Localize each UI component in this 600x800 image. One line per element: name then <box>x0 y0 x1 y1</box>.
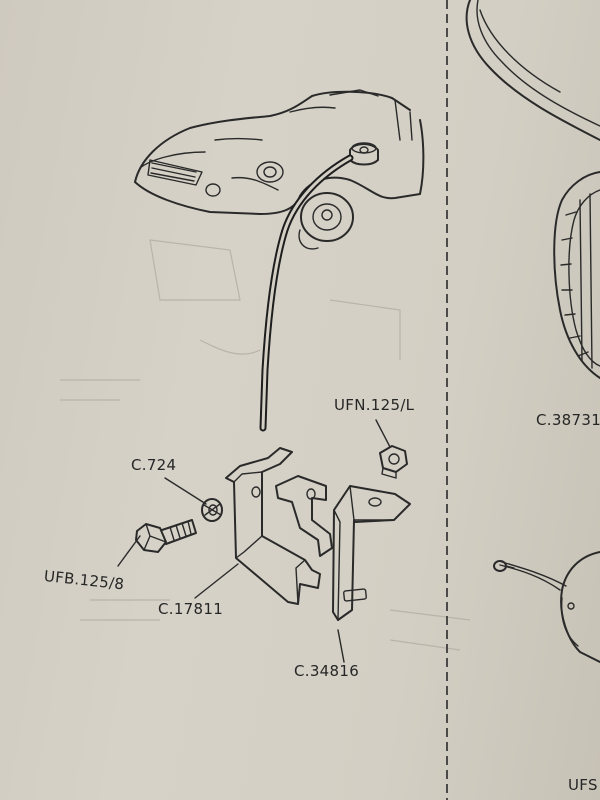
label-plate: C.34816 <box>294 662 360 680</box>
label-washer: C.724 <box>131 456 177 474</box>
plate-part <box>275 475 411 621</box>
nut-part <box>379 445 408 479</box>
label-nut: UFN.125/L <box>334 396 415 414</box>
label-right-ref-bottom: UFS <box>568 776 598 794</box>
right-column-fragments <box>465 0 600 663</box>
label-right-ref-top: C.38731 <box>536 411 600 429</box>
washer-part <box>201 498 223 522</box>
bolt-part <box>135 519 197 553</box>
car-illustration <box>134 89 425 250</box>
leader-lines <box>117 419 391 663</box>
bracket-part <box>225 447 321 605</box>
label-bracket: C.17811 <box>158 600 224 618</box>
bleed-through <box>60 239 471 651</box>
cable <box>259 154 354 432</box>
